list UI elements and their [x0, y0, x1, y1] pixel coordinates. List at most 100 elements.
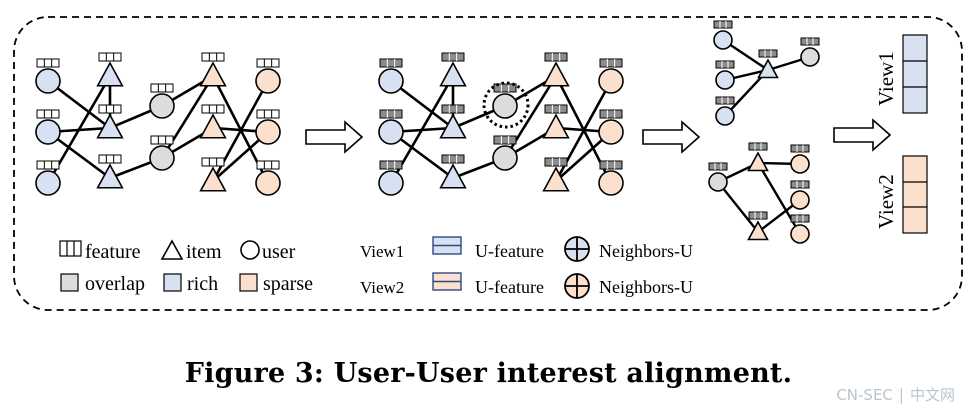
graph2-item-node-s2	[542, 113, 570, 139]
graph2-user-node-v2	[598, 119, 624, 145]
view2-subgraph-user-node-p2	[790, 190, 810, 210]
graph2-item-node-i2-feature	[441, 104, 465, 114]
graph2-item-node-i1	[439, 61, 467, 87]
graph2-user-node-u1-feature	[379, 58, 403, 68]
graph1-user-node-m1	[149, 93, 175, 119]
view2-label: View2	[874, 174, 898, 229]
legend-item-icon	[160, 239, 184, 260]
legend-view1-neighbors-label: Neighbors-U	[599, 241, 693, 261]
graph2-edge-0	[390, 79, 454, 130]
graph2-user-node-u3-feature	[379, 160, 403, 170]
legend-view2-neighbors-label: Neighbors-U	[599, 277, 693, 297]
legend-view2-ufeature-icon	[432, 272, 462, 291]
legend-view2-neighbors-icon	[564, 273, 590, 299]
process-arrow-3	[833, 118, 892, 152]
view2-subgraph-user-node-g-feature	[708, 162, 728, 171]
graph2-user-node-v3-feature	[599, 160, 623, 170]
graph1-item-node-i3-feature	[98, 154, 122, 164]
watermark-right: 中文网	[909, 386, 955, 404]
graph2-user-node-v2-feature	[599, 109, 623, 119]
graph1-item-node-i1	[96, 61, 124, 87]
view2-subgraph-user-node-p3	[790, 224, 810, 244]
legend-view2-label: View2	[360, 278, 404, 297]
process-arrow-2	[642, 120, 701, 154]
view1-subgraph-user-node-a	[713, 30, 733, 50]
graph1-edge-2	[47, 130, 111, 180]
view1-subgraph-user-node-a-feature	[713, 20, 733, 29]
graph1-user-node-u2	[35, 119, 61, 145]
graph2-item-node-s3	[542, 166, 570, 192]
graph1-item-node-s1-feature	[201, 52, 225, 62]
graph1-user-node-u3	[35, 170, 61, 196]
legend-overlap-label: overlap	[85, 273, 145, 295]
legend-view1-ufeature-icon	[432, 236, 462, 255]
graph1-item-node-s1	[199, 61, 227, 87]
view2-subgraph-item-node-t1-feature	[748, 142, 768, 151]
view2-subgraph-item-node-t2-feature	[748, 211, 768, 220]
graph2-user-node-u2-feature	[379, 109, 403, 119]
graph2-user-node-m2-feature	[493, 135, 517, 145]
view2-subgraph-item-node-t2	[747, 220, 769, 241]
graph1-item-node-s2	[199, 113, 227, 139]
graph2-item-node-i1-feature	[441, 52, 465, 62]
graph1-user-node-u1	[35, 68, 61, 94]
graph2-user-node-u3	[378, 170, 404, 196]
graph2-item-node-s1-feature	[544, 52, 568, 62]
legend-sparse-label: sparse	[263, 273, 313, 295]
graph1-item-node-i1-feature	[98, 52, 122, 62]
graph1-user-node-v1	[255, 68, 281, 94]
legend-user-label: user	[262, 241, 296, 263]
view1-block	[902, 34, 928, 114]
legend-item-label: item	[186, 241, 222, 263]
graph1-user-node-v3-feature	[256, 160, 280, 170]
view2-subgraph-user-node-p2-feature	[790, 180, 810, 189]
feature-bars	[36, 20, 820, 223]
legend-view2-ufeature-label: U-feature	[475, 277, 544, 297]
legend-feature-icon	[59, 240, 82, 257]
figure-caption: Figure 3: User-User interest alignment.	[184, 358, 793, 389]
graph1-edge-0	[47, 79, 111, 130]
legend-rich-label: rich	[187, 273, 218, 295]
graph1-item-node-i2-feature	[98, 104, 122, 114]
watermark-separator: |	[898, 386, 904, 404]
watermark-left: CN-SEC	[836, 386, 893, 404]
legend-rich-icon	[163, 273, 182, 292]
graph2-user-node-v1-feature	[599, 58, 623, 68]
graph2-item-node-i2	[439, 113, 467, 139]
graph1-user-node-m2	[149, 145, 175, 171]
graph2-user-node-u2	[378, 119, 404, 145]
highlight-circle	[482, 81, 530, 129]
graph2-item-node-i3-feature	[441, 154, 465, 164]
view1-subgraph-user-node-d-feature	[800, 37, 820, 46]
graph2-user-node-v1	[598, 68, 624, 94]
legend-feature-label: feature	[85, 241, 141, 263]
graph1-user-node-u2-feature	[36, 109, 60, 119]
graph1-user-node-v2-feature	[256, 109, 280, 119]
legend-overlap-icon	[60, 273, 79, 292]
graph1-item-node-s3	[199, 166, 227, 192]
graph1-user-node-u1-feature	[36, 58, 60, 68]
graph1-user-node-m1-feature	[150, 83, 174, 93]
view2-subgraph-user-node-g	[708, 172, 728, 192]
graph1-item-node-s2-feature	[201, 104, 225, 114]
graph2-item-node-s3-feature	[544, 157, 568, 167]
view2-subgraph-item-node-t1	[747, 151, 769, 172]
view1-subgraph-item-node-t	[757, 58, 779, 79]
graph1-user-node-v3	[255, 170, 281, 196]
graph-nodes	[35, 30, 820, 244]
view2-subgraph-user-node-p3-feature	[790, 214, 810, 223]
graph2-user-node-u1	[378, 68, 404, 94]
graph2-edge-2	[390, 130, 454, 180]
view2-block	[902, 155, 928, 234]
view1-subgraph-user-node-c-feature	[715, 96, 735, 105]
view1-subgraph-item-node-t-feature	[758, 49, 778, 58]
graph2-item-node-s1	[542, 61, 570, 87]
process-arrow-1	[305, 120, 364, 154]
graph1-user-node-v1-feature	[256, 58, 280, 68]
legend-view1-neighbors-icon	[564, 236, 590, 262]
view1-subgraph-user-node-c	[715, 106, 735, 126]
legend-user-icon	[240, 240, 260, 260]
graph1-item-node-i3	[96, 163, 124, 189]
graph1-user-node-u3-feature	[36, 160, 60, 170]
graph1-item-node-i2	[96, 113, 124, 139]
